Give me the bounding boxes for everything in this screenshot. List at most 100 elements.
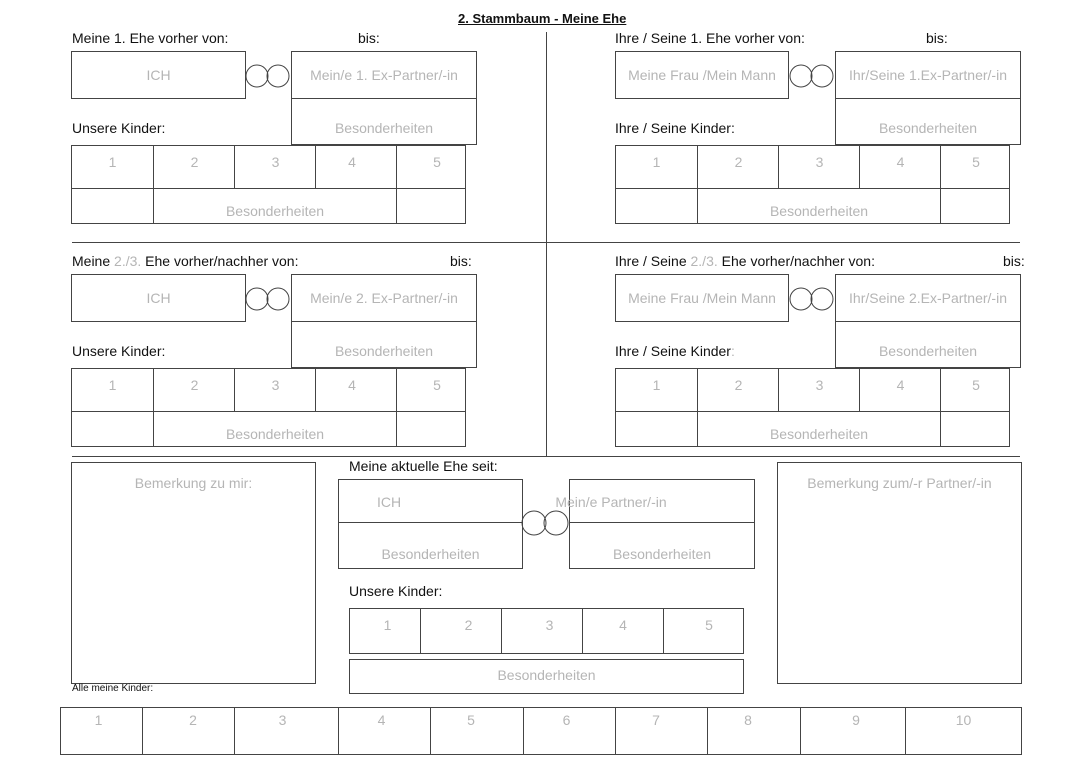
q1-kids-table: 1 2 3 4 5 Besonderheiten <box>71 145 466 224</box>
all-kid-2[interactable]: 2 <box>189 712 197 728</box>
current-partner-placeholder: Mein/e Partner/-in <box>555 494 667 510</box>
q2-partner-field[interactable]: Ihr/Seine 1.Ex-Partner/-in <box>835 51 1021 99</box>
mid-divider <box>72 242 1020 243</box>
all-kid-8[interactable]: 8 <box>744 712 752 728</box>
q4-partner-notes-placeholder: Besonderheiten <box>878 343 978 359</box>
q1-partner-placeholder: Mein/e 1. Ex-Partner/-in <box>310 67 458 83</box>
q1-partner-notes-field[interactable]: Besonderheiten <box>291 98 477 145</box>
q3-partner-notes-placeholder: Besonderheiten <box>334 343 434 359</box>
q4-kid-1[interactable]: 1 <box>652 377 661 393</box>
q2-kids-table: 1 2 3 4 5 Besonderheiten <box>615 145 1010 224</box>
q1-kids-label: Unsere Kinder: <box>72 120 166 136</box>
current-partner-notes-placeholder[interactable]: Besonderheiten <box>612 546 712 562</box>
q2-spouse-field[interactable]: Meine Frau /Mein Mann <box>615 51 789 99</box>
q3-bis-label: bis: <box>450 253 472 269</box>
q3-kids-notes[interactable]: Besonderheiten <box>225 426 325 442</box>
q2-label: Ihre / Seine 1. Ehe vorher von: <box>615 30 805 46</box>
q2-bis-label: bis: <box>926 30 948 46</box>
q2-kid-5[interactable]: 5 <box>972 154 980 170</box>
q1-kid-5[interactable]: 5 <box>433 154 441 170</box>
q1-label: Meine 1. Ehe vorher von: <box>72 30 229 46</box>
current-kid-2[interactable]: 2 <box>464 617 473 633</box>
q3-kid-5[interactable]: 5 <box>433 377 441 393</box>
q3-kids-table: 1 2 3 4 5 Besonderheiten <box>71 368 466 447</box>
q1-kid-1[interactable]: 1 <box>108 154 117 170</box>
q3-kid-3[interactable]: 3 <box>271 377 280 393</box>
all-kid-6[interactable]: 6 <box>562 712 571 728</box>
marriage-rings-icon <box>521 510 569 536</box>
q2-kid-2[interactable]: 2 <box>734 154 743 170</box>
q3-partner-notes-field[interactable]: Besonderheiten <box>291 321 477 368</box>
q4-kid-4[interactable]: 4 <box>896 377 905 393</box>
q2-kids-label: Ihre / Seine Kinder: <box>615 120 735 136</box>
all-kid-10[interactable]: 10 <box>955 712 972 728</box>
q4-kid-3[interactable]: 3 <box>815 377 824 393</box>
q3-kid-1[interactable]: 1 <box>108 377 117 393</box>
q4-partner-placeholder: Ihr/Seine 2.Ex-Partner/-in <box>849 290 1007 306</box>
q4-label: Ihre / Seine 2./3. Ehe vorher/nachher vo… <box>615 253 875 269</box>
q4-kid-2[interactable]: 2 <box>734 377 743 393</box>
q1-kid-2[interactable]: 2 <box>190 154 199 170</box>
q2-kid-3[interactable]: 3 <box>815 154 824 170</box>
q4-partner-field[interactable]: Ihr/Seine 2.Ex-Partner/-in <box>835 274 1021 322</box>
current-kids-notes-field[interactable]: Besonderheiten <box>349 659 744 694</box>
q4-spouse-placeholder: Meine Frau /Mein Mann <box>628 290 776 306</box>
current-kid-1[interactable]: 1 <box>383 617 392 633</box>
q4-bis-label: bis: <box>1003 253 1025 269</box>
remark-me-placeholder: Bemerkung zu mir: <box>134 475 253 491</box>
q1-kid-4[interactable]: 4 <box>348 154 356 170</box>
all-kid-1[interactable]: 1 <box>94 712 103 728</box>
q3-me-field[interactable]: ICH <box>71 274 246 322</box>
current-me-placeholder: ICH <box>376 494 402 510</box>
q2-kids-notes[interactable]: Besonderheiten <box>769 203 869 219</box>
current-partner-field[interactable]: Mein/e Partner/-in Besonderheiten <box>555 479 755 569</box>
current-kid-5[interactable]: 5 <box>705 617 713 633</box>
q3-kids-label: Unsere Kinder: <box>72 343 166 359</box>
q4-kids-label: Ihre / Seine Kinder: <box>615 343 735 359</box>
all-kids-table: 1 2 3 4 5 6 7 8 9 10 <box>60 707 1022 755</box>
current-me-notes-placeholder[interactable]: Besonderheiten <box>381 546 480 562</box>
q1-kids-notes[interactable]: Besonderheiten <box>225 203 325 219</box>
q2-partner-placeholder: Ihr/Seine 1.Ex-Partner/-in <box>849 67 1007 83</box>
q2-kid-4[interactable]: 4 <box>896 154 905 170</box>
remark-me-field[interactable]: Bemerkung zu mir: <box>71 462 316 684</box>
current-kid-3[interactable]: 3 <box>545 617 554 633</box>
remark-partner-placeholder: Bemerkung zum/-r Partner/-in <box>807 475 992 491</box>
q2-partner-notes-field[interactable]: Besonderheiten <box>835 98 1021 145</box>
current-me-field[interactable]: ICH Besonderheiten <box>338 479 523 569</box>
marriage-rings-icon <box>245 287 290 311</box>
current-kids-table: 1 2 3 4 5 <box>349 608 744 654</box>
q4-kid-5[interactable]: 5 <box>972 377 980 393</box>
q4-partner-notes-field[interactable]: Besonderheiten <box>835 321 1021 368</box>
q3-label: Meine 2./3. Ehe vorher/nachher von: <box>72 253 299 269</box>
q1-kid-3[interactable]: 3 <box>271 154 280 170</box>
q1-me-field[interactable]: ICH <box>71 51 246 99</box>
q4-kids-notes[interactable]: Besonderheiten <box>769 426 869 442</box>
marriage-rings-icon <box>789 287 834 311</box>
q1-bis-label: bis: <box>358 30 380 46</box>
center-divider <box>546 32 547 456</box>
current-label: Meine aktuelle Ehe seit: <box>349 458 498 474</box>
q3-partner-placeholder: Mein/e 2. Ex-Partner/-in <box>310 290 458 306</box>
current-kids-notes-placeholder: Besonderheiten <box>497 667 596 683</box>
page-title: 2. Stammbaum - Meine Ehe <box>458 11 627 26</box>
all-kid-7[interactable]: 7 <box>652 712 660 728</box>
all-kid-3[interactable]: 3 <box>278 712 287 728</box>
q3-kid-4[interactable]: 4 <box>348 377 356 393</box>
q3-kid-2[interactable]: 2 <box>190 377 199 393</box>
q1-me-placeholder: ICH <box>146 67 171 83</box>
q2-partner-notes-placeholder: Besonderheiten <box>878 120 978 136</box>
marriage-rings-icon <box>789 64 834 88</box>
all-kid-4[interactable]: 4 <box>377 712 386 728</box>
all-kid-9[interactable]: 9 <box>852 712 860 728</box>
current-kid-4[interactable]: 4 <box>619 617 627 633</box>
q2-spouse-placeholder: Meine Frau /Mein Mann <box>628 67 776 83</box>
q4-kids-table: 1 2 3 4 5 Besonderheiten <box>615 368 1010 447</box>
q1-partner-field[interactable]: Mein/e 1. Ex-Partner/-in <box>291 51 477 99</box>
q2-kid-1[interactable]: 1 <box>652 154 661 170</box>
q3-partner-field[interactable]: Mein/e 2. Ex-Partner/-in <box>291 274 477 322</box>
all-kid-5[interactable]: 5 <box>467 712 475 728</box>
q4-spouse-field[interactable]: Meine Frau /Mein Mann <box>615 274 789 322</box>
remark-partner-field[interactable]: Bemerkung zum/-r Partner/-in <box>777 462 1022 684</box>
q3-me-placeholder: ICH <box>146 290 171 306</box>
